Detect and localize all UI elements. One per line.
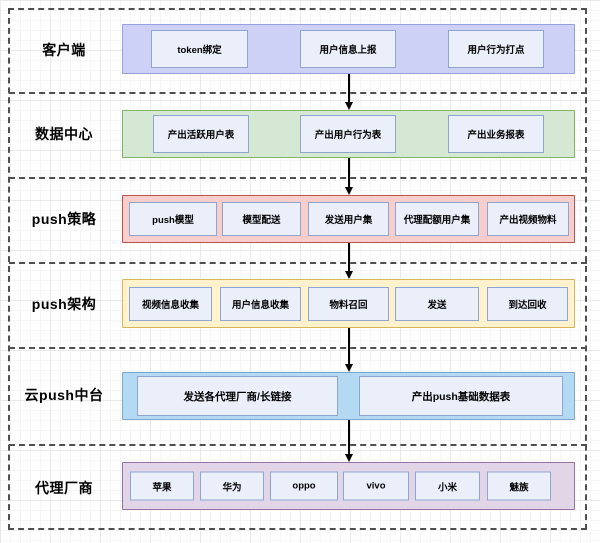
flow-node: 发送各代理厂商/长链接 — [137, 376, 338, 416]
lane-band-client: token绑定 用户信息上报 用户行为打点 — [122, 24, 575, 74]
flow-arrow-down — [345, 158, 353, 195]
lane-band-push-arch: 视频信息收集 用户信息收集 物料召回 发送 到达回收 — [122, 279, 575, 328]
flow-node: 华为 — [200, 471, 264, 501]
flow-node: 产出push基础数据表 — [359, 376, 563, 416]
swimlane-frame — [8, 8, 587, 530]
lane-label-data-center: 数据中心 — [35, 126, 93, 142]
flow-arrow-down — [345, 328, 353, 372]
lane-band-cloud-push: 发送各代理厂商/长链接 产出push基础数据表 — [122, 372, 575, 420]
lane-band-vendors: 苹果 华为 oppo vivo 小米 魅族 — [122, 462, 575, 510]
flow-node: push模型 — [129, 202, 217, 236]
lane-separator — [9, 92, 587, 94]
lane-label-push-strategy: push策略 — [31, 211, 97, 227]
lane-label-cloud-push: 云push中台 — [24, 387, 104, 403]
flow-node: 苹果 — [130, 471, 194, 501]
lane-separator — [9, 262, 587, 264]
flow-node: oppo — [270, 471, 338, 501]
flow-node: 用户信息上报 — [300, 30, 396, 68]
lane-label-client: 客户端 — [42, 42, 86, 58]
flow-node: vivo — [343, 471, 409, 501]
lane-separator — [9, 444, 587, 446]
flow-node: token绑定 — [151, 30, 248, 68]
flow-node: 小米 — [415, 471, 480, 501]
flow-arrow-down — [345, 74, 353, 110]
flow-node: 物料召回 — [308, 286, 389, 321]
flow-node: 视频信息收集 — [129, 286, 212, 321]
flow-node: 用户信息收集 — [220, 286, 301, 321]
flow-arrow-down — [345, 243, 353, 279]
flow-node: 产出业务报表 — [448, 115, 544, 153]
lane-band-push-strategy: push模型 模型配送 发送用户集 代理配额用户集 产出视频物料 — [122, 195, 575, 243]
flow-node: 发送用户集 — [308, 202, 389, 236]
flow-node: 用户行为打点 — [448, 30, 544, 68]
flow-node: 产出用户行为表 — [300, 115, 396, 153]
lane-separator — [9, 347, 587, 349]
lane-label-vendors: 代理厂商 — [35, 480, 93, 496]
flow-arrow-down — [345, 420, 353, 462]
flow-node: 魅族 — [487, 471, 551, 501]
flow-node: 发送 — [395, 286, 479, 321]
flow-node: 产出视频物料 — [487, 202, 569, 236]
lane-band-data-center: 产出活跃用户表 产出用户行为表 产出业务报表 — [122, 110, 575, 158]
lane-separator — [9, 177, 587, 179]
flow-node: 代理配额用户集 — [395, 202, 479, 236]
flow-node: 到达回收 — [487, 286, 568, 321]
flow-node: 模型配送 — [222, 202, 301, 236]
flow-node: 产出活跃用户表 — [153, 115, 249, 153]
lane-label-push-arch: push架构 — [31, 296, 97, 312]
